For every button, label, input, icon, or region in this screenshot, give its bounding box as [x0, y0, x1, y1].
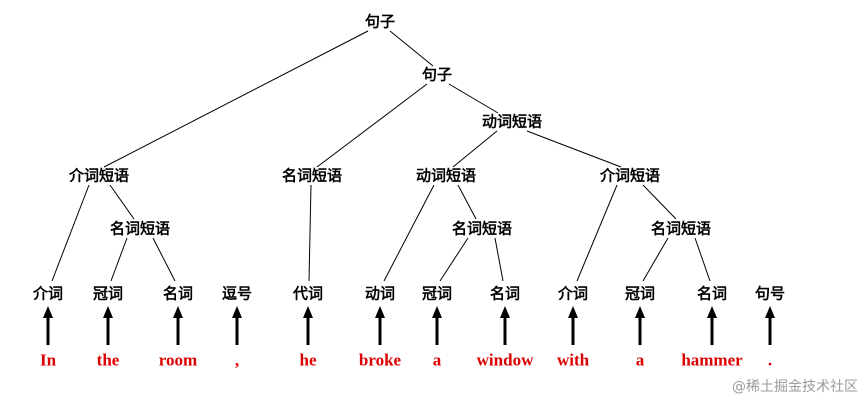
tree-edge [576, 184, 618, 282]
sentence-word: hammer [681, 350, 743, 370]
up-arrow-icon [707, 306, 717, 345]
pos-tag: 名词 [162, 284, 194, 303]
tree-edge [439, 237, 469, 282]
sentence-word: the [96, 350, 120, 370]
up-arrow-icon [173, 306, 183, 345]
watermark: @稀土掘金技术社区 [732, 379, 858, 395]
sentence-word: a [432, 350, 442, 370]
up-arrow-icon [375, 306, 385, 345]
up-arrow-icons [43, 306, 775, 345]
tree-edge [152, 237, 176, 282]
tree-node-noun-phrase-mid: 名词短语 [451, 219, 513, 238]
pos-tag: 名词 [489, 284, 521, 303]
tree-edge [109, 184, 135, 220]
tree-edge [308, 184, 312, 282]
tree-edge [110, 237, 128, 282]
sentence-word: broke [358, 350, 402, 370]
tree-node-noun-phrase-right: 名词短语 [650, 219, 712, 238]
up-arrow-icon [765, 306, 775, 345]
tree-edge [448, 83, 499, 114]
tree-node-prep-phrase-left: 介词短语 [68, 166, 130, 185]
pos-tag: 冠词 [624, 284, 656, 303]
up-arrow-icon [568, 306, 578, 345]
tree-node-verb-phrase-upper: 动词短语 [481, 112, 543, 131]
up-arrow-icon [43, 306, 53, 345]
tree-node-noun-phrase-left: 名词短语 [109, 219, 171, 238]
sentence-word: , [234, 350, 240, 370]
sentence-word: In [39, 350, 57, 370]
tree-edge [316, 83, 428, 168]
sentence-word: he [299, 350, 317, 370]
up-arrow-icon [500, 306, 510, 345]
sentence-word: window [476, 350, 534, 370]
sentence-word: a [635, 350, 645, 370]
tree-node-prep-phrase-right: 介词短语 [599, 166, 661, 185]
tree-edge [457, 184, 477, 220]
sentence-word: with [556, 350, 590, 370]
tree-edges [51, 30, 711, 282]
tree-edge [452, 130, 498, 168]
up-arrow-icon [635, 306, 645, 345]
tree-edge [494, 237, 504, 282]
up-arrow-icon [303, 306, 313, 345]
tree-edge [694, 237, 711, 282]
tree-node-sentence-top: 句子 [364, 12, 396, 31]
tree-edge [389, 30, 434, 67]
up-arrow-icon [103, 306, 113, 345]
pos-tag: 介词 [557, 284, 589, 303]
tree-edge [103, 30, 369, 168]
tree-node-verb-phrase-lower: 动词短语 [415, 166, 477, 185]
pos-tag: 代词 [292, 284, 324, 303]
up-arrow-icon [432, 306, 442, 345]
pos-tag: 逗号 [221, 284, 253, 303]
pos-tag: 冠词 [92, 284, 124, 303]
pos-tag: 句号 [754, 284, 786, 303]
tree-edge [526, 130, 622, 168]
tree-node-sentence-2: 句子 [421, 65, 453, 84]
pos-tag: 介词 [32, 284, 64, 303]
tree-edge [642, 184, 677, 220]
pos-tag: 冠词 [421, 284, 453, 303]
tree-edge [51, 184, 90, 282]
up-arrow-icon [232, 306, 242, 345]
sentence-word: room [158, 350, 198, 370]
sentence-word: . [767, 350, 773, 370]
tree-edge [642, 237, 669, 282]
pos-tag: 名词 [696, 284, 728, 303]
pos-tag: 动词 [364, 284, 396, 303]
tree-edge [383, 184, 435, 282]
tree-node-noun-phrase-subject: 名词短语 [281, 166, 343, 185]
